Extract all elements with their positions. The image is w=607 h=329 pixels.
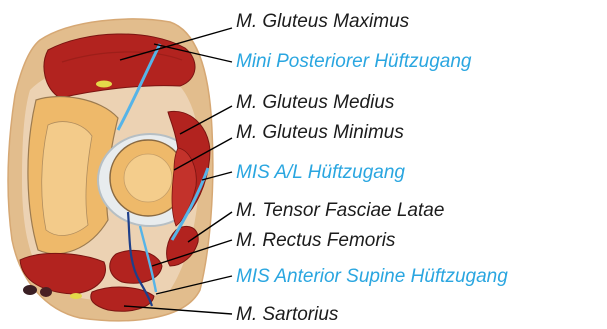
femoral-artery	[40, 287, 52, 297]
femoral-nerve	[70, 293, 82, 299]
label-tensor-fasciae-latae: M. Tensor Fasciae Latae	[236, 200, 444, 222]
sciatic-nerve	[96, 81, 112, 88]
label-gluteus-minimus: M. Gluteus Minimus	[236, 122, 404, 144]
label-rectus-femoris: M. Rectus Femoris	[236, 230, 395, 252]
label-mini-posterior-approach: Mini Posteriorer Hüftzugang	[236, 51, 472, 73]
label-mis-al-approach: MIS A/L Hüftzugang	[236, 162, 405, 184]
femoral-vein	[23, 285, 37, 295]
label-sartorius: M. Sartorius	[236, 304, 338, 326]
femoral-head-marrow	[124, 154, 172, 202]
label-gluteus-medius: M. Gluteus Medius	[236, 92, 394, 114]
label-gluteus-maximus: M. Gluteus Maximus	[236, 11, 409, 33]
pelvis-inner-contour	[42, 122, 92, 236]
label-mis-anterior-supine-approach: MIS Anterior Supine Hüftzugang	[236, 266, 508, 288]
